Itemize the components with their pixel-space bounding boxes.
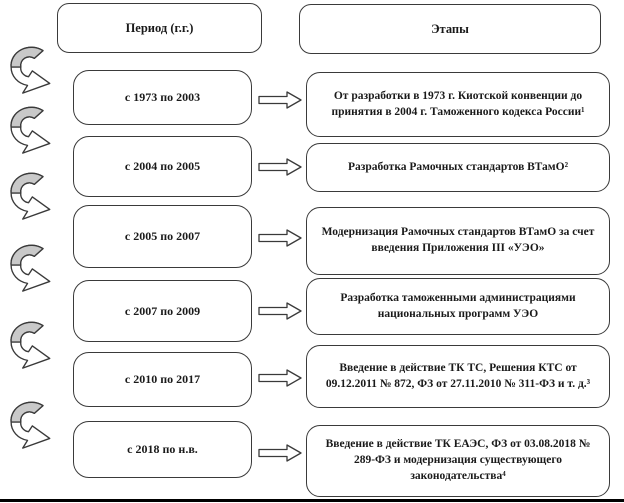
period-box: с 2010 по 2017 — [73, 352, 252, 407]
cycle-arrow-icon — [6, 315, 51, 371]
cycle-arrow-icon — [6, 100, 51, 156]
header-period-label: Период (г.г.) — [125, 20, 194, 35]
period-label: с 2004 по 2005 — [124, 159, 201, 173]
stage-label: Разработка таможенными администрациями н… — [340, 291, 576, 320]
block-right-arrow-icon — [258, 444, 302, 462]
period-label: с 2010 по 2017 — [124, 372, 201, 386]
header-period-box: Период (г.г.) — [57, 3, 262, 53]
block-right-arrow-icon — [258, 158, 302, 176]
period-box: с 2005 по 2007 — [73, 205, 252, 268]
block-right-arrow-icon — [258, 229, 302, 247]
stage-label: От разработки в 1973 г. Киотской конвенц… — [331, 89, 585, 118]
cycle-arrow-icon — [6, 395, 51, 451]
stage-label: Введение в действие ТК ТС, Решения КТС о… — [325, 361, 591, 390]
block-right-arrow-icon — [258, 369, 302, 387]
period-box: с 2004 по 2005 — [73, 136, 252, 197]
period-box: с 1973 по 2003 — [73, 70, 252, 125]
cycle-arrow-icon — [6, 40, 51, 96]
period-label: с 2005 по 2007 — [124, 229, 201, 243]
stage-label: Модернизация Рамочных стандартов ВТамО з… — [321, 226, 595, 254]
period-label: с 2018 по н.в. — [127, 442, 198, 456]
stage-box: Модернизация Рамочных стандартов ВТамО з… — [306, 207, 610, 275]
stage-label: Введение в действие ТК ЕАЭС, ФЗ от 03.08… — [325, 438, 591, 482]
bottom-rule — [0, 499, 624, 502]
cycle-arrow-icon — [6, 166, 51, 222]
period-label: с 1973 по 2003 — [124, 90, 201, 104]
block-right-arrow-icon — [258, 302, 302, 320]
stage-box: Разработка таможенными администрациями н… — [306, 278, 610, 335]
period-label: с 2007 по 2009 — [124, 303, 201, 318]
stage-box: Введение в действие ТК ЕАЭС, ФЗ от 03.08… — [306, 425, 610, 497]
cycle-arrow-icon — [6, 238, 51, 294]
period-box: с 2018 по н.в. — [73, 421, 252, 478]
stage-label: Разработка Рамочных стандартов ВТамО² — [347, 160, 569, 173]
stage-box: Разработка Рамочных стандартов ВТамО² — [306, 143, 610, 192]
stage-box: Введение в действие ТК ТС, Решения КТС о… — [306, 345, 610, 408]
block-right-arrow-icon — [258, 91, 302, 109]
header-stages-label: Этапы — [431, 21, 469, 36]
period-box: с 2007 по 2009 — [73, 280, 252, 342]
stage-box: От разработки в 1973 г. Киотской конвенц… — [306, 72, 610, 137]
header-stages-box: Этапы — [299, 4, 601, 54]
